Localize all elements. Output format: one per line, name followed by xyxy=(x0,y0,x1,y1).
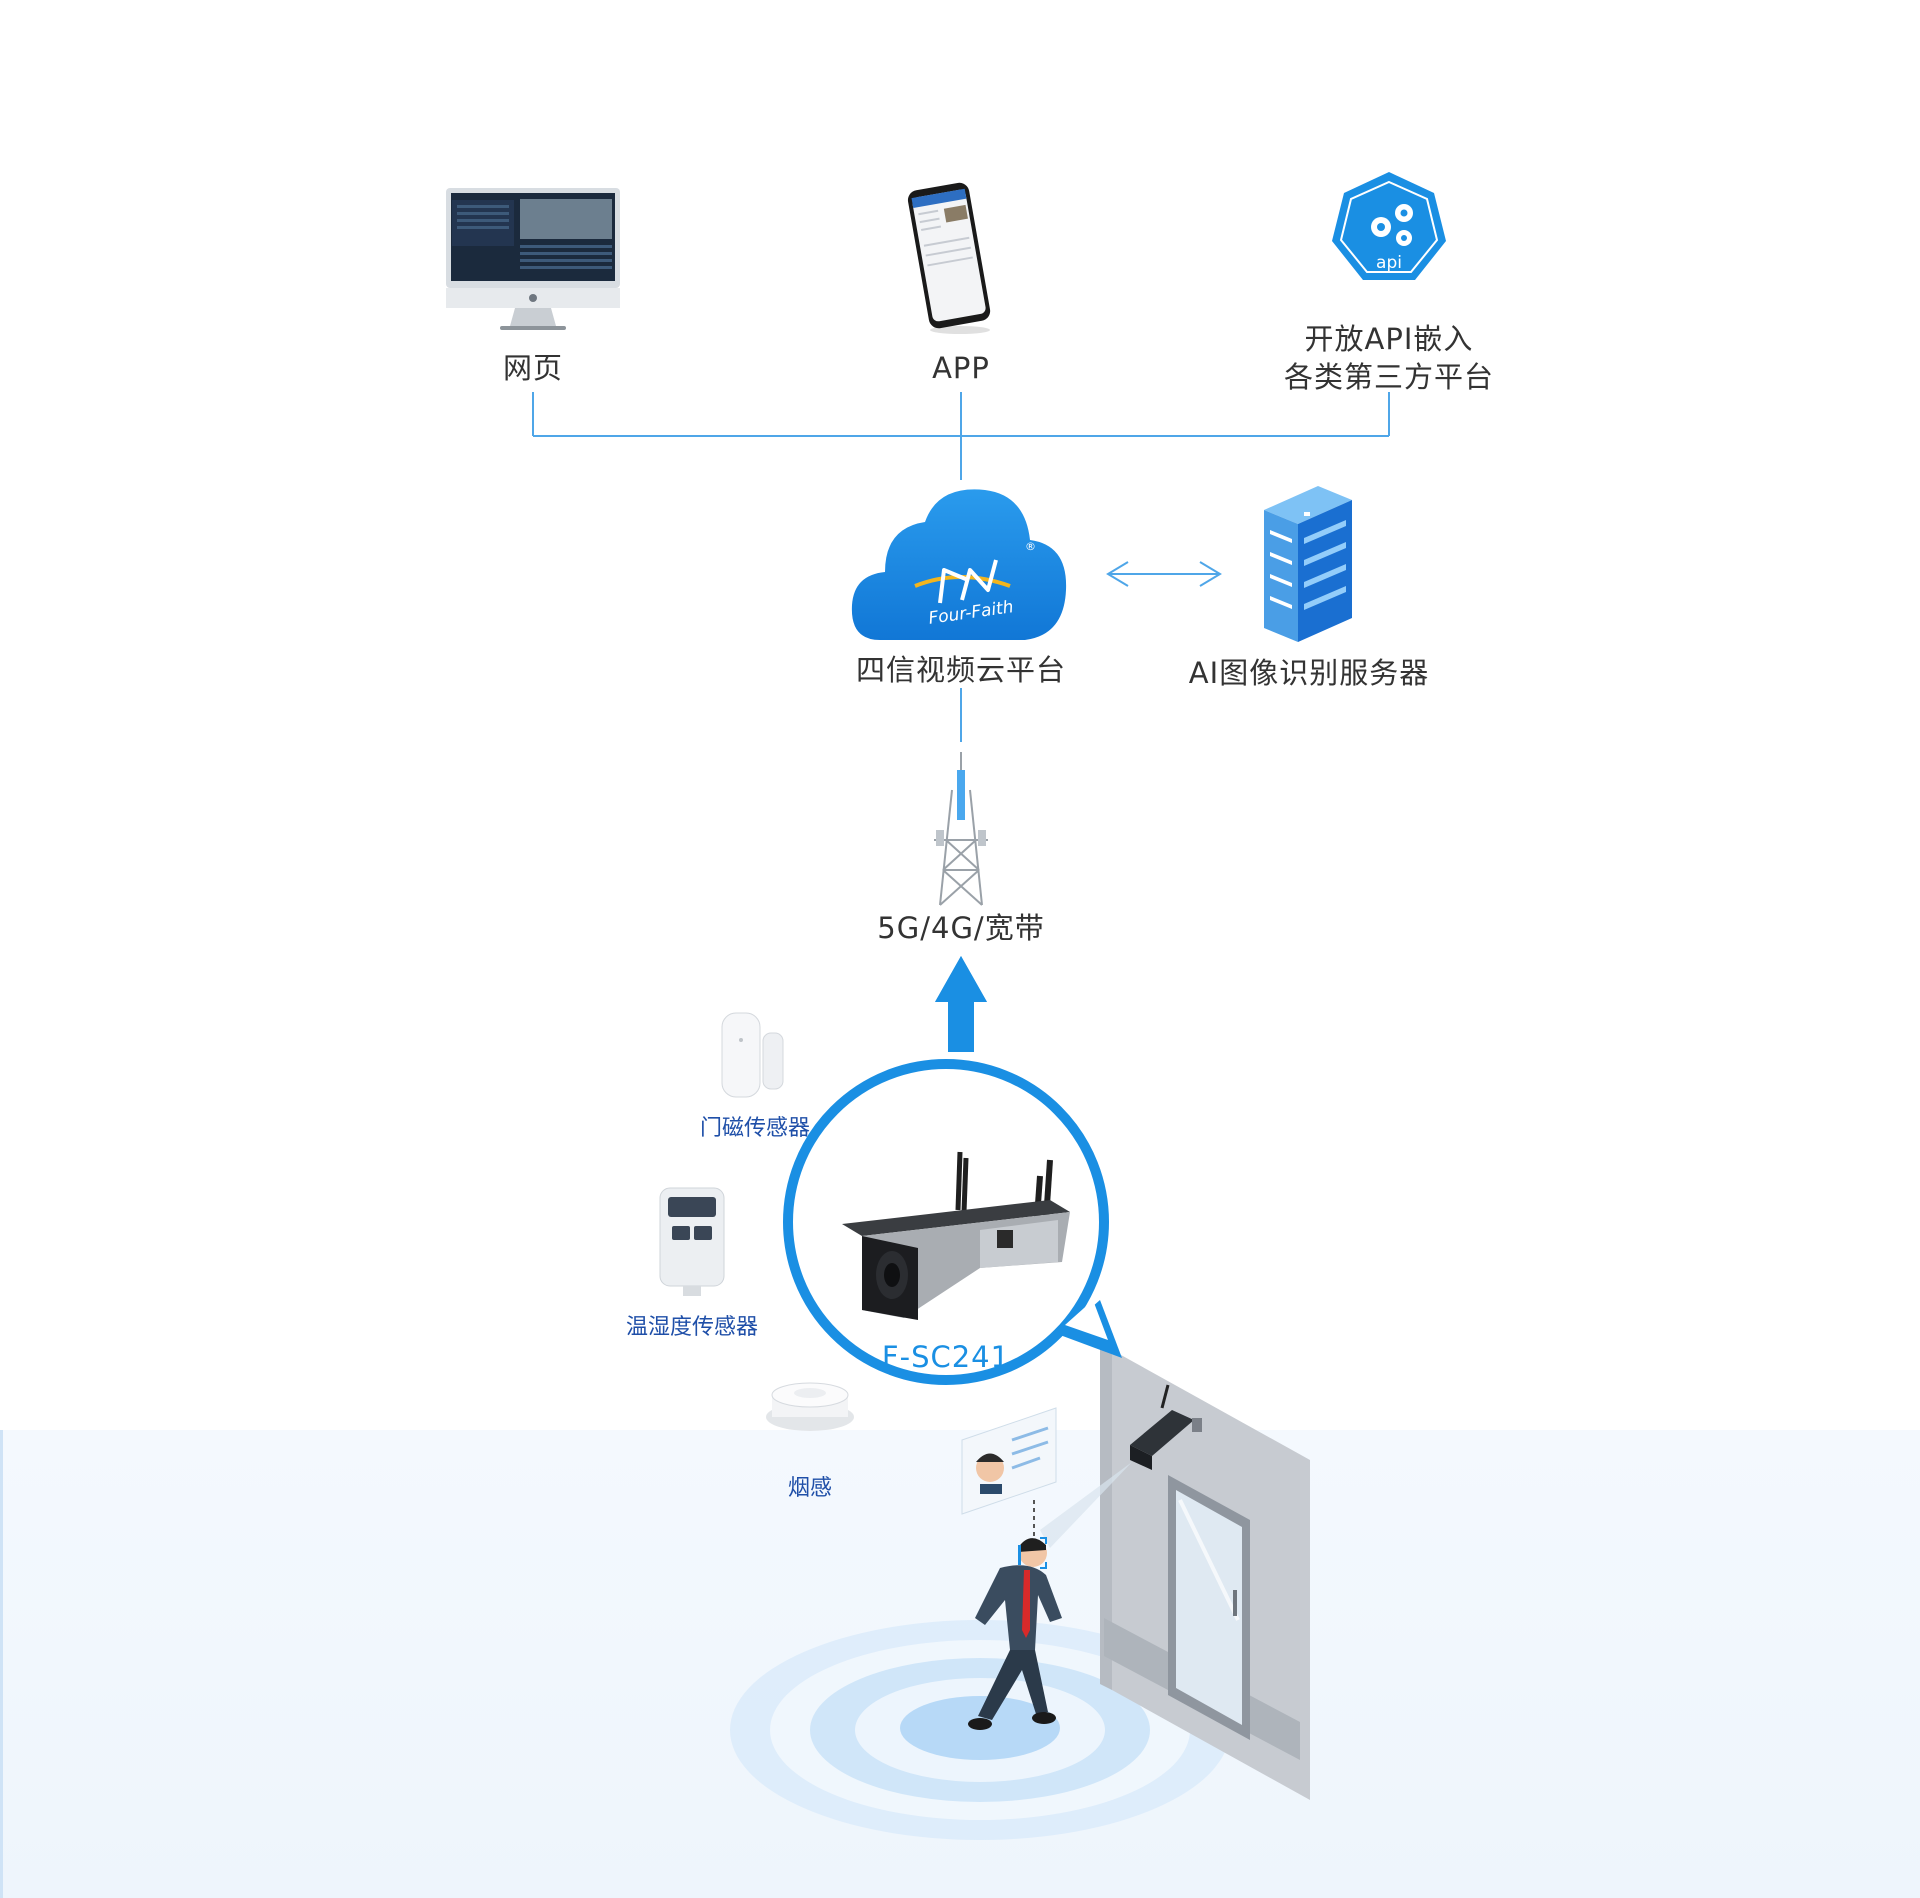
web-label: 网页 xyxy=(502,351,564,385)
camera-f-sc241-icon xyxy=(842,1151,1070,1320)
tower-label: 5G/4G/宽带 xyxy=(877,911,1045,945)
cloud-platform-label: 四信视频云平台 xyxy=(855,653,1067,687)
person-figure xyxy=(968,1538,1062,1730)
face-id-card-icon xyxy=(961,1407,1057,1515)
registered-mark: ® xyxy=(1025,540,1036,553)
door-sensor-label: 门磁传感器 xyxy=(699,1116,811,1141)
mounted-camera-icon xyxy=(1130,1384,1202,1470)
app-label: APP xyxy=(932,351,990,385)
face-scan-icon xyxy=(1040,1537,1047,1569)
temperature-humidity-sensor-icon xyxy=(659,1187,725,1296)
left-edge-line xyxy=(0,1430,3,1898)
camera-model-label: F-SC241 xyxy=(881,1340,1011,1374)
upload-arrow-icon xyxy=(935,956,987,1052)
smoke-sensor-label: 烟感 xyxy=(787,1476,833,1501)
api-badge-text: api xyxy=(1376,253,1402,273)
api-label: 开放API嵌入 各类第三方平台 xyxy=(1283,322,1495,394)
door-sensor-icon xyxy=(721,1012,784,1098)
ai-server-label: AI图像识别服务器 xyxy=(1188,656,1430,690)
temperature-humidity-sensor-label: 温湿度传感器 xyxy=(625,1315,759,1340)
smoke-detector-icon xyxy=(766,1382,854,1431)
